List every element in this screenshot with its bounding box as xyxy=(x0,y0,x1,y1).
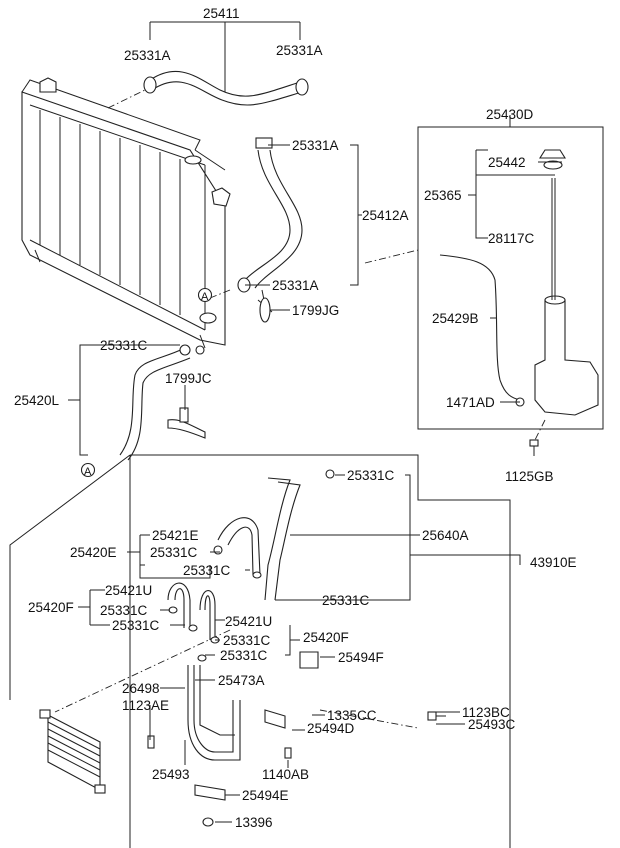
label-26498: 26498 xyxy=(122,681,160,696)
label-25421U: 25421U xyxy=(105,583,152,598)
oil-cooler xyxy=(39,709,106,794)
label-28117C: 28117C xyxy=(488,231,535,246)
label-1335CC: 1335CC xyxy=(327,708,377,723)
hose-25420L xyxy=(119,344,206,461)
reservoir-box xyxy=(417,115,604,456)
cooler-lines xyxy=(147,469,446,827)
label-25331C: 25331C xyxy=(100,603,148,618)
label-25411: 25411 xyxy=(203,6,240,21)
upper-hose-25411 xyxy=(143,21,309,106)
label-25494D: 25494D xyxy=(307,721,355,736)
part-labels: 25411 25331A 25331A 25331A 25412A 25331A… xyxy=(14,6,577,830)
label-1125GB: 1125GB xyxy=(505,469,554,484)
label-25331A: 25331A xyxy=(272,278,319,293)
label-1471AD: 1471AD xyxy=(446,395,495,410)
label-1123AE: 1123AE xyxy=(122,698,169,713)
label-25421U: 25421U xyxy=(225,614,272,629)
label-25331A: 25331A xyxy=(276,43,323,58)
leader-dash xyxy=(107,89,146,109)
leader-dash xyxy=(319,709,419,729)
leader-dash xyxy=(54,629,231,713)
label-13396: 13396 xyxy=(235,815,273,830)
label-25331A: 25331A xyxy=(124,48,171,63)
label-1799JG: 1799JG xyxy=(292,303,339,318)
label-25493: 25493 xyxy=(152,767,190,782)
leader-dash xyxy=(534,419,546,441)
label-25494E: 25494E xyxy=(242,788,289,803)
label-25473A: 25473A xyxy=(218,673,265,688)
label-25420E: 25420E xyxy=(70,545,117,560)
label-25331C: 25331C xyxy=(322,593,370,608)
label-25365: 25365 xyxy=(424,188,462,203)
oil-cooler-frame xyxy=(9,454,511,848)
label-25421E: 25421E xyxy=(152,528,199,543)
label-25331C: 25331C xyxy=(183,563,231,578)
label-25331C: 25331C xyxy=(150,545,198,560)
ref-marker-a: A A xyxy=(80,287,213,478)
label-1140AB: 1140AB xyxy=(262,767,309,782)
ref-a-label: A xyxy=(201,291,209,303)
label-25493C: 25493C xyxy=(468,717,516,732)
label-25331C: 25331C xyxy=(112,618,160,633)
label-43910E: 43910E xyxy=(530,555,577,570)
label-25331A: 25331A xyxy=(292,138,339,153)
radiator-assembly xyxy=(21,77,231,355)
label-25420L: 25420L xyxy=(14,393,60,408)
label-25420F: 25420F xyxy=(28,600,74,615)
label-1799JC: 1799JC xyxy=(165,371,212,386)
label-25640A: 25640A xyxy=(422,528,469,543)
label-25442: 25442 xyxy=(488,155,526,170)
label-25331C: 25331C xyxy=(223,633,271,648)
label-25429B: 25429B xyxy=(432,311,479,326)
ref-a-label: A xyxy=(84,466,92,478)
label-25331C: 25331C xyxy=(347,468,395,483)
leader-dash xyxy=(204,289,231,301)
leader-lines xyxy=(68,144,562,823)
label-25331C: 25331C xyxy=(220,648,268,663)
label-25412A: 25412A xyxy=(362,208,409,223)
lower-hose-25412A xyxy=(237,137,303,323)
label-25420F: 25420F xyxy=(303,630,349,645)
label-1123BC: 1123BC xyxy=(462,705,510,720)
leader-dash xyxy=(364,249,419,264)
label-25430D: 25430D xyxy=(486,107,534,122)
label-25494F: 25494F xyxy=(338,650,384,665)
label-25331C: 25331C xyxy=(100,338,148,353)
